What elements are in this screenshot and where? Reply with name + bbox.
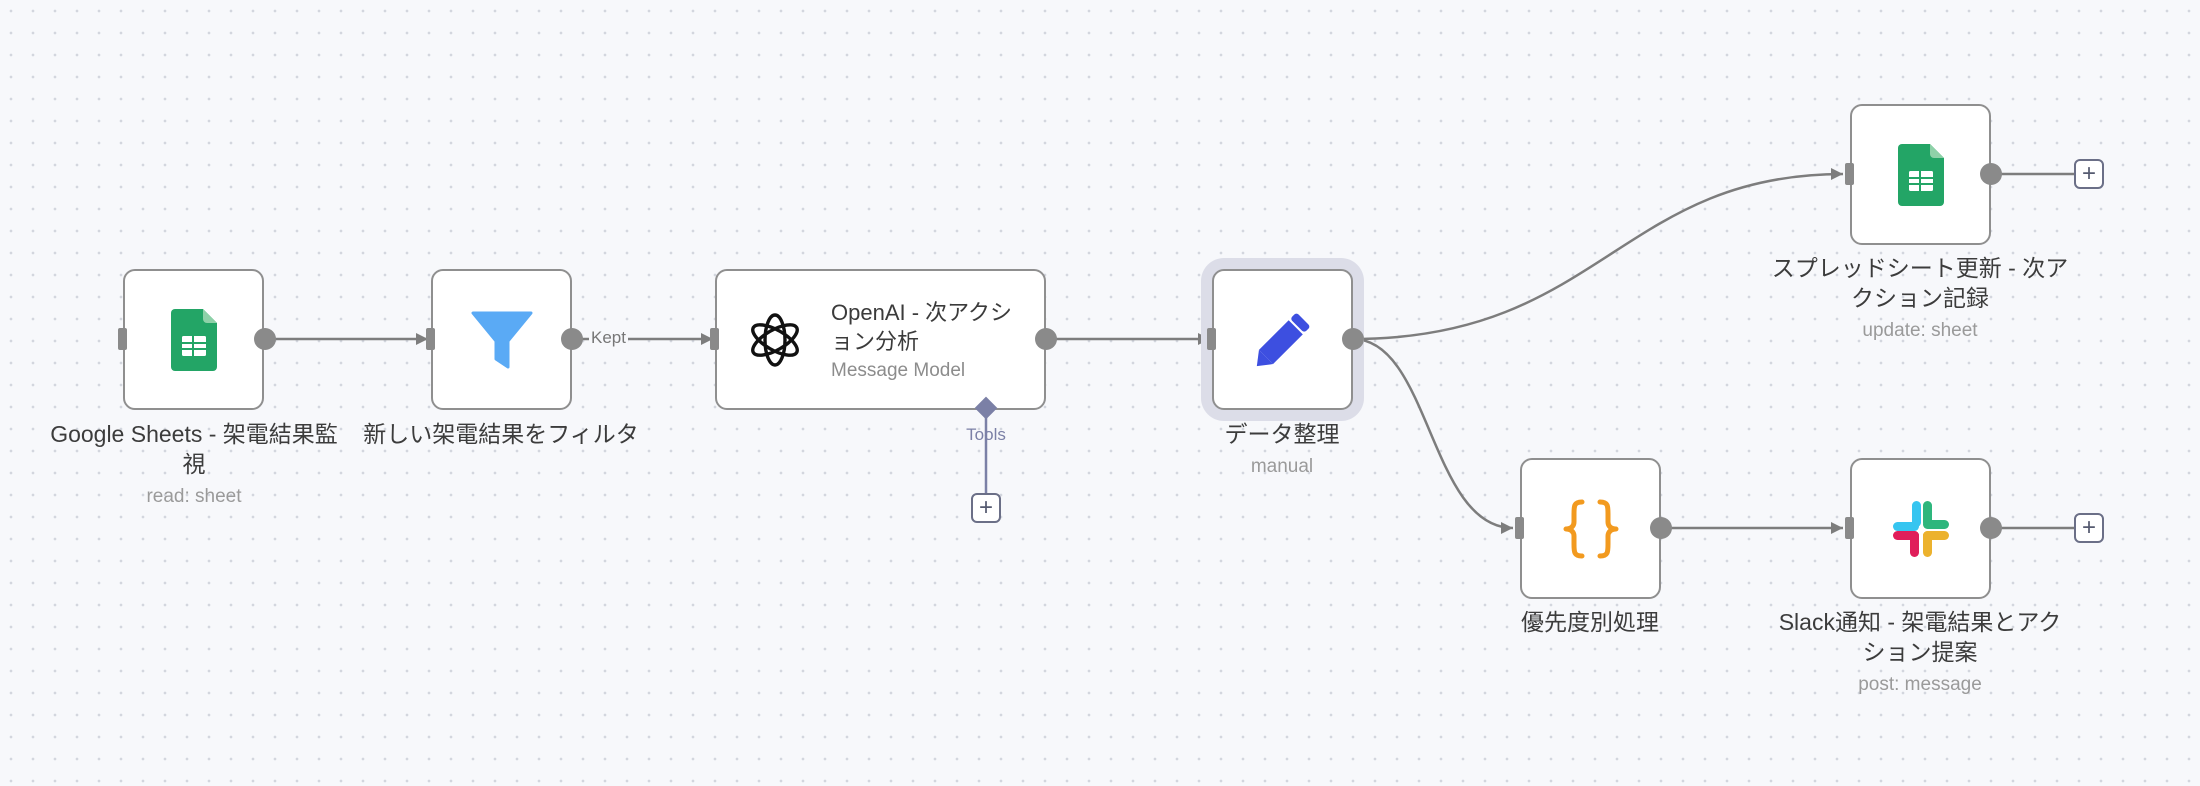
filter-icon (470, 308, 534, 372)
node-filter[interactable] (431, 269, 572, 410)
node-sheets-watch[interactable] (123, 269, 264, 410)
output-handle-sheets-update[interactable] (1980, 163, 2002, 185)
input-handle-slack[interactable] (1845, 517, 1854, 539)
node-title: 新しい架電結果をフィルタ (363, 421, 639, 447)
edge-data-format-to-priority[interactable] (1352, 337, 1514, 534)
edge-data-format-to-sheets-update[interactable] (1352, 168, 1844, 341)
node-title: 優先度別処理 (1521, 609, 1659, 635)
node-label-slack: Slack通知 - 架電結果とアクション提案 post: message (1775, 607, 2065, 697)
node-openai[interactable]: OpenAI - 次アクション分析 Message Model (715, 269, 1046, 410)
input-handle-filter[interactable] (426, 328, 435, 350)
add-node-after-slack-button[interactable]: + (2074, 513, 2104, 543)
tools-label: Tools (966, 425, 1006, 444)
node-subtitle: update: sheet (1862, 320, 1978, 341)
output-handle-openai[interactable] (1035, 328, 1057, 350)
edge-label-kept: Kept (589, 328, 628, 348)
output-handle-filter[interactable] (561, 328, 583, 350)
node-label-sheets-update: スプレッドシート更新 - 次アクション記録 update: sheet (1770, 253, 2070, 343)
node-label-data-format: データ整理 manual (1152, 419, 1412, 479)
add-node-after-sheets-update-button[interactable]: + (2074, 159, 2104, 189)
node-subtitle: Message Model (831, 359, 966, 381)
node-label-sheets-watch: Google Sheets - 架電結果監視 read: sheet (44, 419, 344, 509)
input-handle-data-format[interactable] (1207, 328, 1216, 350)
output-handle-priority[interactable] (1650, 517, 1672, 539)
node-subtitle: read: sheet (146, 486, 242, 507)
node-subtitle: manual (1250, 456, 1314, 477)
node-title: OpenAI - 次アクション分析 (831, 299, 1013, 354)
output-handle-data-format[interactable] (1342, 328, 1364, 350)
node-title: Slack通知 - 架電結果とアクション提案 (1778, 609, 2062, 665)
google-sheets-icon (162, 308, 226, 372)
node-subtitle: post: message (1858, 674, 1982, 695)
slack-icon (1889, 497, 1953, 561)
node-title: スプレッドシート更新 - 次アクション記録 (1771, 255, 2069, 311)
input-handle-openai[interactable] (710, 328, 719, 350)
node-label-priority: 優先度別処理 (1460, 607, 1720, 637)
input-handle-sheets-watch[interactable] (118, 328, 127, 350)
node-slack[interactable] (1850, 458, 1991, 599)
add-tool-button[interactable]: + (971, 493, 1001, 523)
node-data-format[interactable] (1212, 269, 1353, 410)
code-braces-icon (1559, 497, 1623, 561)
node-sheets-update[interactable] (1850, 104, 1991, 245)
output-handle-slack[interactable] (1980, 517, 2002, 539)
node-title: Google Sheets - 架電結果監視 (50, 421, 338, 477)
node-label-filter: 新しい架電結果をフィルタ (341, 419, 661, 449)
input-handle-priority[interactable] (1515, 517, 1524, 539)
pencil-icon (1251, 308, 1315, 372)
openai-icon (743, 308, 807, 372)
input-handle-sheets-update[interactable] (1845, 163, 1854, 185)
node-title: データ整理 (1224, 421, 1340, 447)
output-handle-sheets-watch[interactable] (254, 328, 276, 350)
node-openai-text: OpenAI - 次アクション分析 Message Model (831, 298, 1031, 382)
google-sheets-icon (1889, 143, 1953, 207)
node-priority[interactable] (1520, 458, 1661, 599)
